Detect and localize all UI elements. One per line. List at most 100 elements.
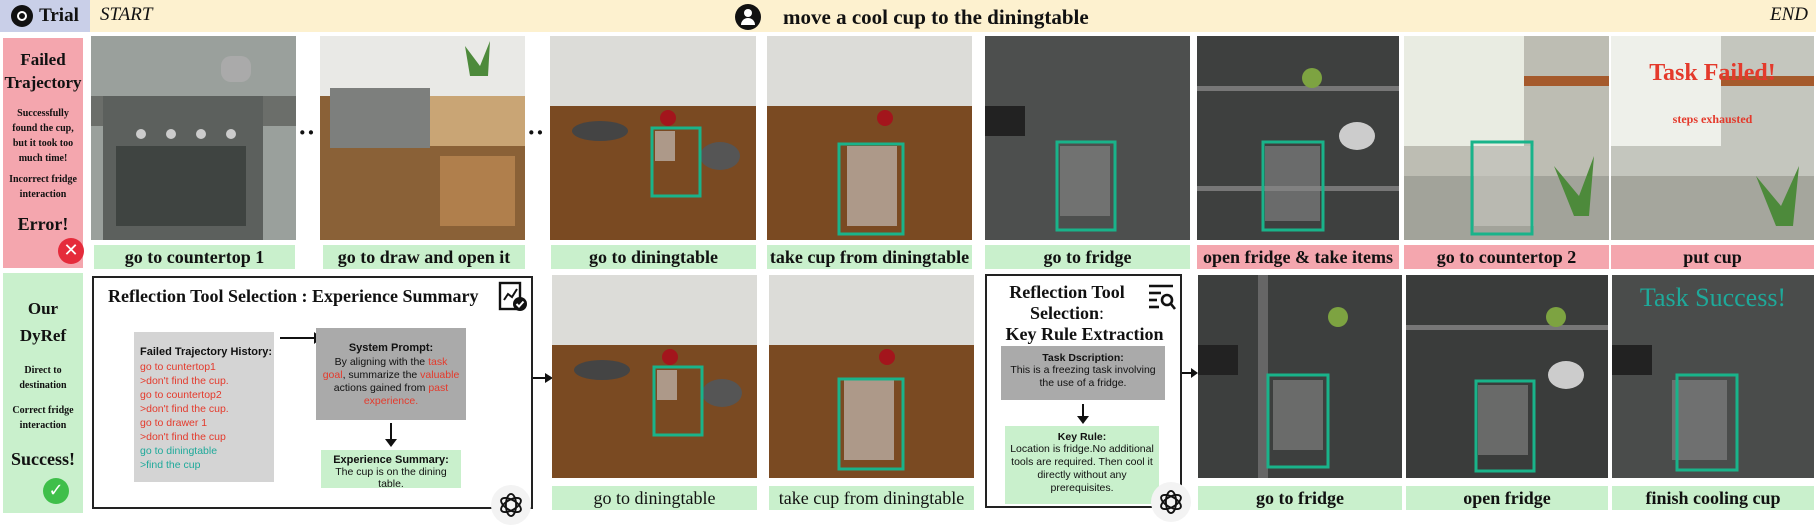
scene-take-cup-ours bbox=[769, 275, 974, 478]
desc-text: This is a freezing task involving the us… bbox=[1010, 364, 1156, 389]
prompt-part: actions gained from bbox=[333, 382, 429, 394]
rule-title-d: Key Rule Extraction bbox=[1005, 324, 1164, 344]
step-label-o5: finish cooling cup bbox=[1612, 486, 1814, 510]
history-line: go to diningtable bbox=[140, 445, 218, 457]
system-prompt-box: System Prompt: By aligning with the task… bbox=[316, 328, 466, 420]
step-label-o2: take cup from diningtable bbox=[769, 486, 974, 510]
dyref-panel: Our DyRef Direct to destination Correct … bbox=[3, 273, 83, 513]
scene-fridge bbox=[985, 36, 1190, 240]
dyref-title-1: Our bbox=[27, 299, 59, 318]
prompt-part: valuable bbox=[420, 369, 460, 381]
step-label-f4: take cup from diningtable bbox=[767, 245, 972, 269]
history-title: Failed Trajectory History: bbox=[140, 346, 273, 358]
task-description-box: Task Dscription: This is a freezing task… bbox=[1001, 346, 1165, 400]
close-icon: ✕ bbox=[58, 238, 84, 264]
rule-title-c: : bbox=[1098, 303, 1104, 323]
rule-title-bc: Selection: bbox=[987, 303, 1147, 324]
reflection-box-key-rule: Reflection Tool Selection: Key Rule Extr… bbox=[985, 274, 1191, 522]
prompt-part: past experience. bbox=[363, 382, 449, 407]
scene-put-cup: Task Failed! steps exhausted bbox=[1611, 36, 1814, 240]
trial-badge: Trial bbox=[0, 0, 90, 32]
user-icon bbox=[735, 4, 761, 30]
step-label-f5: go to fridge bbox=[985, 245, 1190, 269]
ellipsis-1: ·· bbox=[298, 118, 316, 147]
rule-title-a: Reflection Tool bbox=[1009, 282, 1125, 302]
step-label-f1: go to countertop 1 bbox=[94, 245, 295, 269]
history-box: Failed Trajectory History: go to cuntert… bbox=[134, 332, 274, 482]
dyref-note-1: Direct to destination bbox=[19, 365, 67, 391]
report-check-icon bbox=[498, 280, 528, 312]
prompt-title: System Prompt: bbox=[348, 342, 434, 354]
start-label: START bbox=[100, 4, 153, 25]
task-failed-text: Task Failed! bbox=[1649, 60, 1776, 86]
step-label-o4: open fridge bbox=[1406, 486, 1608, 510]
failed-title-2: Trajectory bbox=[4, 73, 82, 92]
arrow-right-icon bbox=[1182, 365, 1198, 381]
prompt-part: , summarize the bbox=[342, 369, 421, 381]
task-text: move a cool cup to the diningtable bbox=[783, 4, 1089, 29]
history-line: >don't find the cup. bbox=[140, 403, 229, 415]
rule-text: Location is fridge.No additional tools a… bbox=[1010, 443, 1154, 494]
steps-exhausted-text: steps exhausted bbox=[1672, 112, 1753, 126]
reflection-box-summary: Reflection Tool Selection : Experience S… bbox=[92, 276, 533, 525]
experience-summary-box: Experience Summary: The cup is on the di… bbox=[321, 450, 461, 490]
openai-logo-icon bbox=[1151, 482, 1191, 522]
summary-title: Experience Summary: bbox=[333, 454, 449, 466]
check-icon: ✓ bbox=[43, 478, 69, 504]
task-instruction: move a cool cup to the diningtable bbox=[735, 3, 1255, 31]
reflection-summary-title: Reflection Tool Selection : Experience S… bbox=[108, 286, 479, 306]
end-label: END bbox=[1770, 4, 1808, 25]
scene-diningtable-ours bbox=[552, 275, 757, 478]
ellipsis-2: ·· bbox=[527, 118, 545, 147]
scene-cooling-ours: Task Success! bbox=[1612, 275, 1814, 478]
dyref-status: Success! bbox=[11, 449, 75, 469]
failed-note-1: Successfully found the cup, but it took … bbox=[12, 108, 74, 164]
arrow-down-icon bbox=[1073, 404, 1093, 424]
step-label-f7: go to countertop 2 bbox=[1404, 245, 1609, 269]
openai-logo-icon bbox=[491, 485, 531, 525]
history-line: go to countertop2 bbox=[140, 389, 222, 401]
step-label-f3: go to diningtable bbox=[551, 245, 756, 269]
list-search-icon bbox=[1147, 282, 1177, 312]
arrow-right-icon bbox=[533, 370, 553, 386]
failed-title-1: Failed bbox=[20, 50, 66, 69]
failed-trajectory-panel: Failed Trajectory Successfully found the… bbox=[3, 38, 84, 268]
scene-fridge-ours bbox=[1198, 275, 1402, 478]
history-list: go to cuntertop1 >don't find the cup. go… bbox=[140, 360, 274, 472]
step-label-o1: go to diningtable bbox=[552, 486, 757, 510]
reflection-rule-title: Reflection Tool Selection: bbox=[987, 282, 1147, 324]
prompt-part: By aligning with the bbox=[334, 356, 429, 368]
desc-title: Task Dscription: bbox=[1042, 352, 1124, 364]
rule-title: Key Rule: bbox=[1057, 431, 1107, 443]
failed-status: Error! bbox=[17, 214, 69, 234]
prompt-part: task goal bbox=[322, 356, 448, 381]
step-label-o3: go to fridge bbox=[1198, 486, 1402, 510]
scene-drawer bbox=[320, 36, 525, 240]
history-line: go to cuntertop1 bbox=[140, 361, 216, 373]
step-label-f6: open fridge & take items bbox=[1197, 245, 1399, 269]
key-rule-box: Key Rule: Location is fridge.No addition… bbox=[1005, 426, 1159, 504]
step-label-f2: go to draw and open it bbox=[323, 245, 525, 269]
header-bar bbox=[0, 0, 1816, 32]
scene-countertop-2 bbox=[1404, 36, 1609, 240]
task-success-text: Task Success! bbox=[1639, 283, 1787, 312]
scene-open-fridge bbox=[1197, 36, 1399, 240]
dyref-title-2: DyRef bbox=[19, 326, 67, 345]
history-line: >don't find the cup bbox=[140, 431, 226, 443]
trial-label: Trial bbox=[39, 5, 79, 26]
failed-note-2: Incorrect fridge interaction bbox=[9, 174, 77, 200]
history-line: go to drawer 1 bbox=[140, 417, 208, 429]
scene-diningtable bbox=[550, 36, 756, 240]
scene-open-fridge-ours bbox=[1406, 275, 1608, 478]
step-label-f8: put cup bbox=[1611, 245, 1814, 269]
openai-icon bbox=[11, 5, 34, 27]
history-line: >find the cup bbox=[140, 459, 201, 471]
scene-countertop-1 bbox=[91, 36, 296, 240]
dyref-note-2: Correct fridge interaction bbox=[12, 405, 74, 431]
summary-text: The cup is on the dining table. bbox=[335, 466, 447, 490]
history-line: >don't find the cup. bbox=[140, 375, 229, 387]
prompt-text: By aligning with the task goal, summariz… bbox=[316, 354, 466, 410]
rule-title-b: Selection bbox=[1029, 303, 1099, 323]
scene-take-cup bbox=[767, 36, 972, 240]
arrow-down-icon bbox=[381, 423, 401, 447]
